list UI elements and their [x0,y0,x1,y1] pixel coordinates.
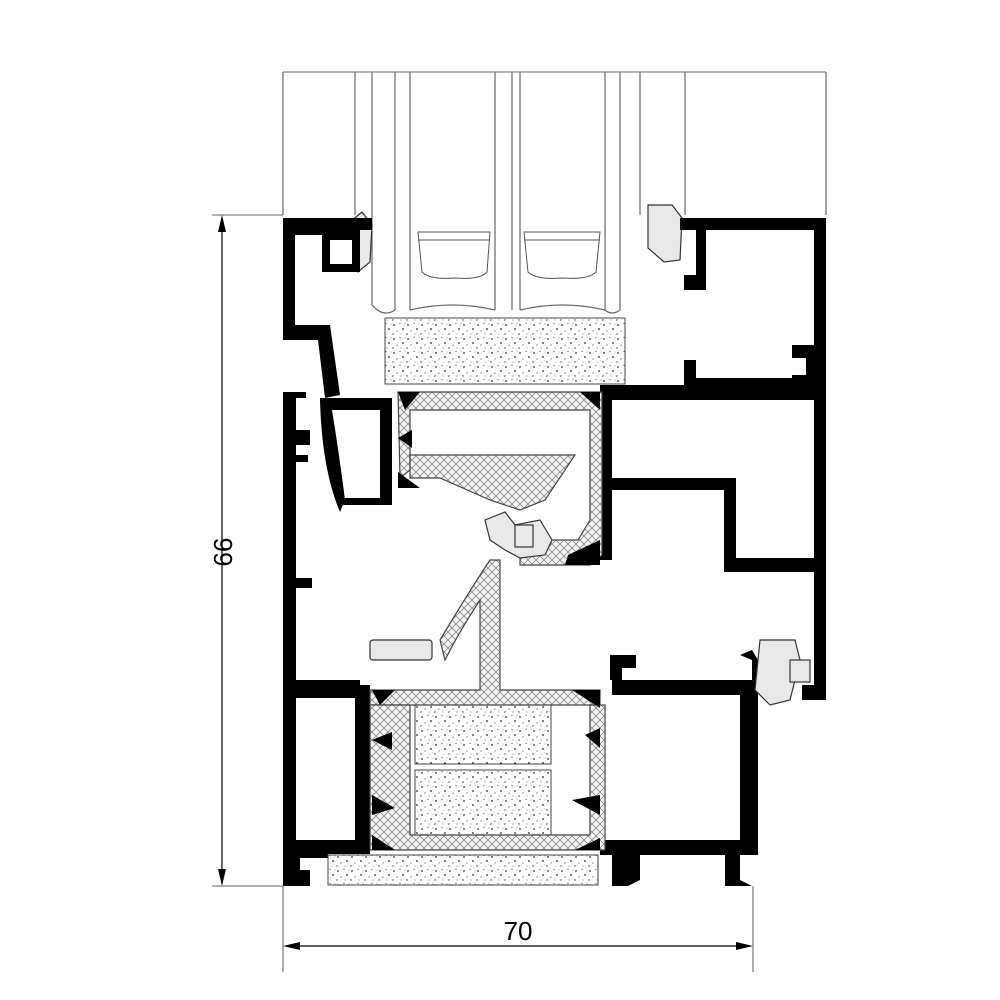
height-dimension-label: 99 [208,538,238,567]
glazing-gaskets [334,204,683,273]
thermal-break-strips [369,391,606,851]
outer-frame-profile [283,218,826,886]
height-dimension: 99 [208,214,283,887]
width-dimension: 70 [282,886,754,972]
glazing-unit [282,71,827,314]
corner-clips [372,392,600,850]
insulation-foam [327,317,626,886]
width-dimension-label: 70 [504,916,533,946]
seal-gaskets [369,511,811,706]
